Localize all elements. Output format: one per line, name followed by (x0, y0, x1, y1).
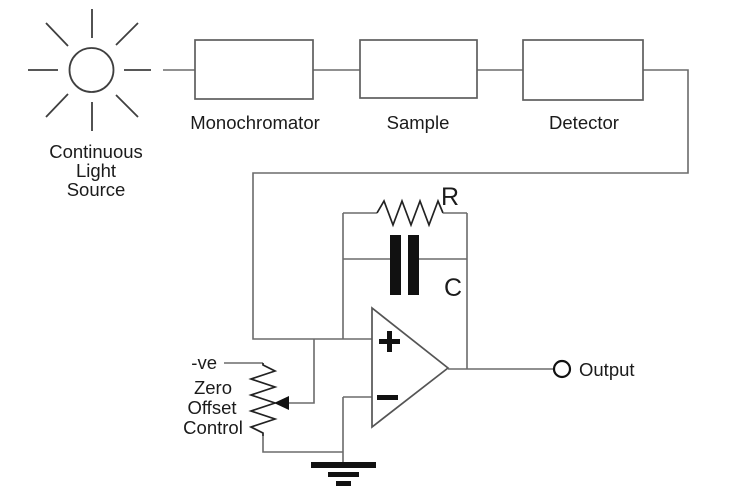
minus-input-icon (377, 395, 398, 400)
light-source-label-line-2: Light (76, 160, 116, 181)
ground-icon (336, 481, 351, 486)
wire-detector-to-amplifier (252, 69, 689, 340)
sun-ray (45, 93, 69, 118)
monochromator-label: Monochromator (190, 112, 320, 133)
ground-icon (328, 472, 359, 477)
output-label: Output (579, 359, 635, 380)
signal-chain-blocks: Monochromator Sample Detector (190, 39, 644, 133)
light-source: Continuous Light Source (28, 9, 151, 200)
zero-offset-label-line-1: Zero (194, 377, 232, 398)
detector-label: Detector (549, 112, 619, 133)
wiper-arrow-icon (274, 396, 289, 410)
sun-ray (115, 22, 139, 46)
signal-chain-wires (163, 69, 689, 340)
sun-rays (28, 9, 151, 131)
feedback-network: R C (342, 183, 468, 369)
sun-ray (45, 22, 69, 47)
pot-wiper-wire (288, 339, 315, 404)
sample-block (359, 39, 478, 99)
zero-offset-label-line-3: Control (183, 417, 243, 438)
negative-supply-label: -ve (191, 352, 217, 373)
output-terminal-icon (552, 359, 572, 379)
light-source-label-line-1: Continuous (49, 141, 143, 162)
resistor-label: R (441, 183, 459, 211)
operational-amplifier (343, 306, 450, 429)
opamp-triangle-icon (371, 306, 450, 429)
zero-offset-label-line-2: Offset (187, 397, 236, 418)
monochromator-block (194, 39, 314, 100)
resistor-icon (376, 198, 444, 228)
ground-icon (311, 462, 376, 468)
capacitor-label: C (444, 274, 462, 302)
sample-label: Sample (387, 112, 450, 133)
capacitor-plate-icon (390, 235, 401, 295)
pot-bottom-lead (262, 436, 343, 453)
light-source-label-line-3: Source (67, 179, 126, 200)
detector-block (522, 39, 644, 101)
output-section: Output (448, 359, 635, 380)
zero-offset-control: -ve Zero Offset Control (183, 339, 343, 453)
sun-ray (115, 94, 139, 118)
ground (311, 397, 376, 486)
sun-icon (68, 47, 115, 93)
capacitor-plate-icon (408, 235, 419, 295)
potentiometer-icon (248, 363, 278, 436)
plus-input-icon (379, 331, 400, 352)
